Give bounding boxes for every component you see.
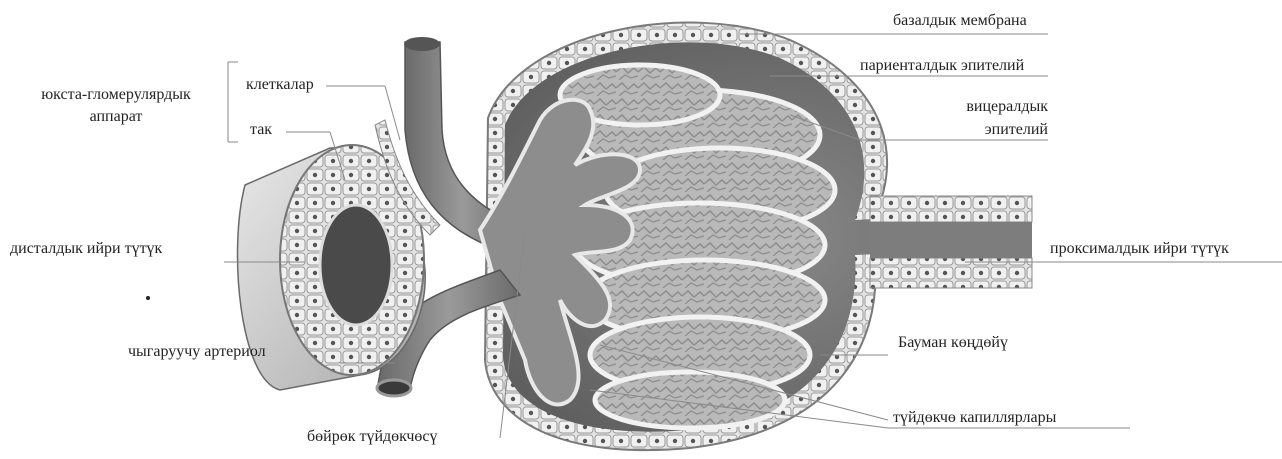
label-visceral-line2: эпителий xyxy=(928,121,1048,139)
label-glomerular-capillaries: түйдөкчө капиллярлары xyxy=(893,409,1056,427)
label-bowman-space: Бауман көңдөйү xyxy=(898,334,1008,352)
label-visceral-line1: вицералдык xyxy=(928,98,1048,116)
label-visceral-epithelium: вицералдык эпителий xyxy=(928,98,1048,139)
stray-dot xyxy=(146,296,150,300)
label-proximal-tubule: проксималдык ийри түтүк xyxy=(1050,240,1229,258)
label-basement-membrane: базалдык мембрана xyxy=(893,12,1027,30)
label-juxtaglomerular-line1: юкста-гломерулярдык xyxy=(12,86,220,104)
label-cells: клеткалар xyxy=(246,76,314,94)
label-efferent-arteriole: чыгаруучу артериол xyxy=(128,343,266,361)
label-parietal-epithelium: париенталдык эпителий xyxy=(860,57,1024,75)
proximal-tubule xyxy=(870,196,1032,288)
label-juxtaglomerular-line2: аппарат xyxy=(12,108,220,126)
label-juxtaglomerular: юкста-гломерулярдык аппарат xyxy=(12,86,220,126)
label-spot: так xyxy=(250,121,272,139)
label-distal-tubule: дисталдык ийри түтүк xyxy=(10,240,162,258)
label-glomerulus: бөйрөк түйдөкчөсү xyxy=(307,428,437,446)
